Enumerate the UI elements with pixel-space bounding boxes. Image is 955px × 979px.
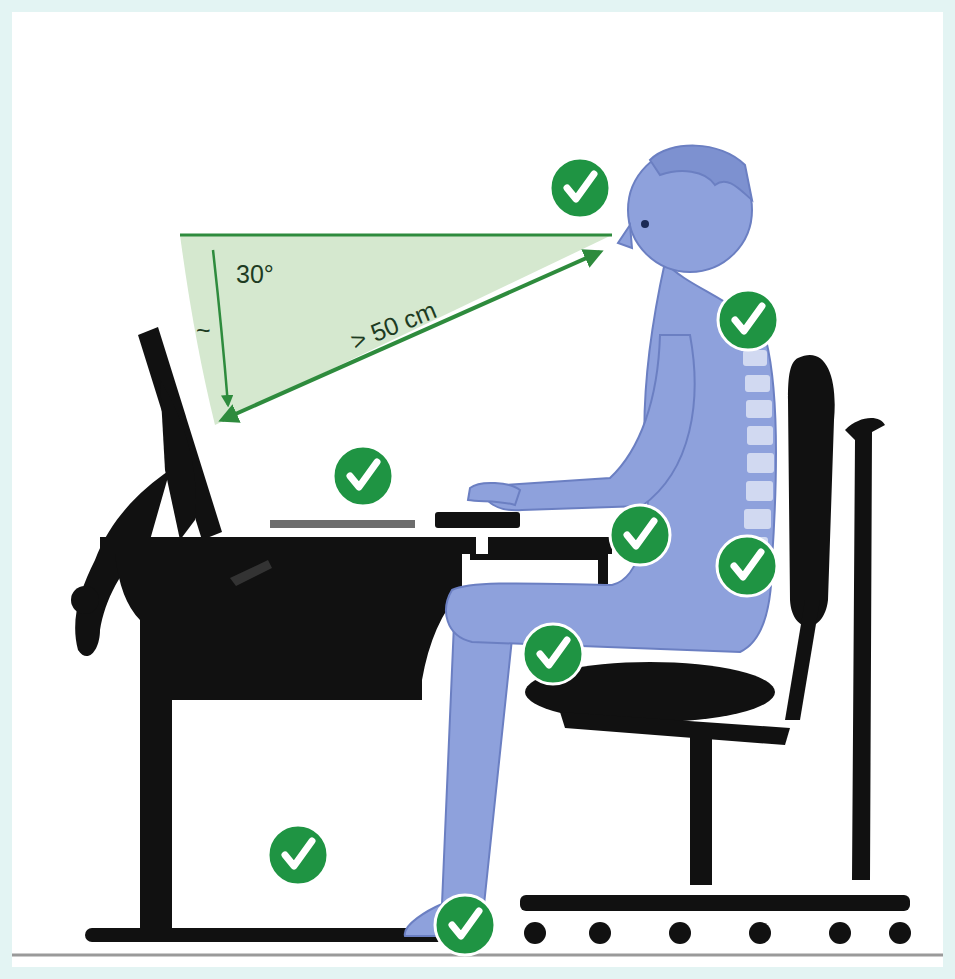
frame (12, 12, 943, 967)
person (405, 146, 776, 936)
view-sector (180, 235, 612, 425)
eye (641, 220, 649, 228)
dimension-label: ~ (196, 318, 211, 343)
check-marks (268, 158, 778, 955)
dimension-label: 30° (236, 262, 274, 287)
floor-line (12, 954, 943, 957)
spine (741, 350, 774, 557)
dimension-label: > 50 cm (347, 297, 439, 354)
document-pad (270, 520, 415, 528)
keyboard (435, 512, 520, 528)
